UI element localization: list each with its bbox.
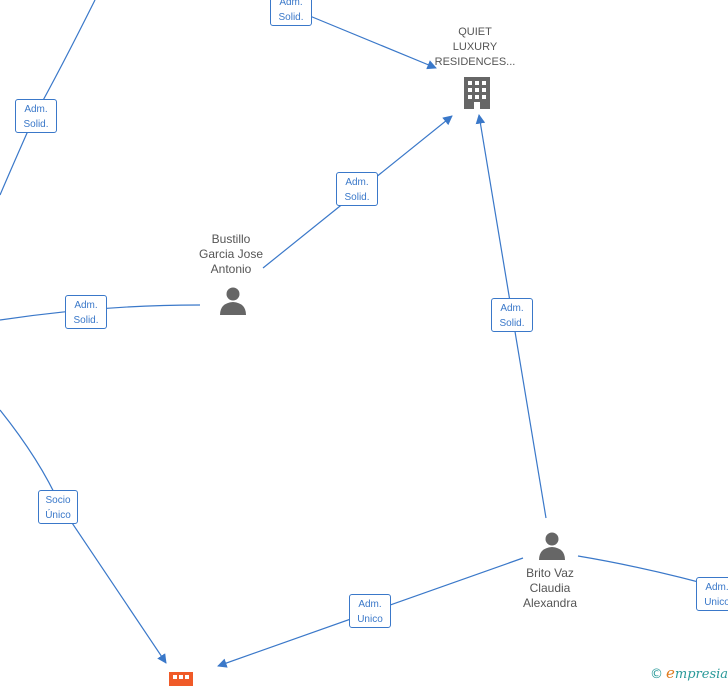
copyright-symbol: ©: [650, 667, 663, 682]
person-name-label[interactable]: Brito Vaz Claudia Alexandra: [522, 566, 578, 610]
person-icon[interactable]: [218, 286, 248, 316]
building-icon[interactable]: [460, 75, 494, 111]
edge-left-upper: [0, 0, 96, 196]
edge-role-label[interactable]: Adm.Solid.: [336, 172, 378, 206]
edge-role-label[interactable]: Adm.Solid.: [270, 0, 312, 26]
empresia-watermark: ©empresia: [650, 664, 728, 682]
brand-initial: e: [666, 664, 675, 682]
edge-role-label[interactable]: Adm.Solid.: [15, 99, 57, 133]
company-name-label[interactable]: QUIET LUXURY RESIDENCES...: [434, 26, 516, 68]
building-icon[interactable]: [168, 670, 194, 686]
edge-socio-to-bottom: [0, 409, 167, 664]
edge-role-label[interactable]: Adm.Solid.: [65, 295, 107, 329]
person-name-label[interactable]: Bustillo Garcia Jose Antonio: [198, 232, 264, 276]
edge-role-label[interactable]: Adm.Solid.: [491, 298, 533, 332]
edge-role-label[interactable]: Adm.Unico: [349, 594, 391, 628]
brand-name: mpresia: [674, 667, 728, 682]
person-icon[interactable]: [537, 531, 567, 561]
edge-role-label[interactable]: Adm.Unico: [696, 577, 728, 611]
edge-top-to-company: [304, 13, 437, 70]
